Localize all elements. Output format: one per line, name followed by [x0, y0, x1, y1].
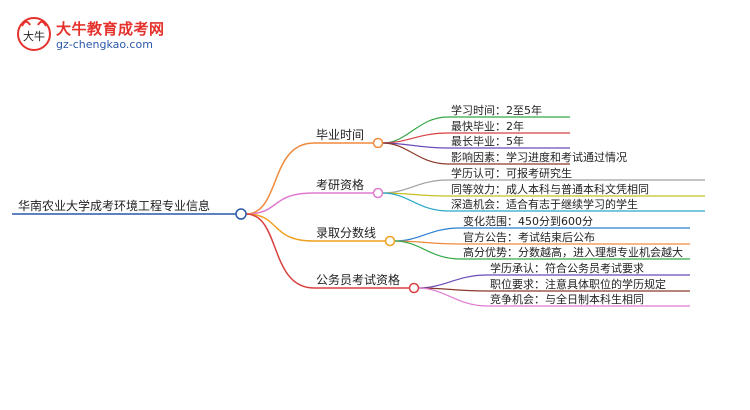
leaf-connector [382, 179, 449, 194]
leaf-label: 变化范围：450分到600分 [463, 214, 593, 228]
logo-mark-text: 大牛 [23, 29, 45, 43]
branch-connector [245, 142, 315, 215]
leaf-connector [418, 274, 488, 289]
leaf-label: 学历承认：符合公务员考试要求 [490, 261, 644, 275]
leaf-label: 竞争机会：与全日制本科生相同 [490, 292, 644, 306]
branch-label: 毕业时间 [316, 128, 364, 142]
branch-label: 考研资格 [316, 177, 364, 192]
site-logo[interactable]: 大牛 大牛教育成考网 gz-chengkao.com [16, 16, 186, 56]
leaf-connector [418, 287, 488, 307]
branch-connector [245, 213, 315, 242]
branch-node-dot[interactable] [408, 282, 420, 294]
mind-map-links [12, 116, 705, 307]
leaf-label: 最快毕业：2年 [451, 119, 524, 133]
logo-title: 大牛教育成考网 [56, 20, 165, 38]
leaf-label: 深造机会：适合有志于继续学习的学生 [451, 197, 638, 211]
branch-node-dot[interactable] [384, 235, 396, 247]
branch-label: 录取分数线 [316, 225, 376, 240]
mind-map-nodes: 华南农业大学成考环境工程专业信息 毕业时间 学习时间：2至5年最快毕业：2年最长毕业… [18, 103, 683, 306]
leaf-label: 同等效力：成人本科与普通本科文凭相同 [451, 182, 649, 196]
branch-node-dot[interactable] [372, 187, 384, 199]
leaf-connector [394, 227, 461, 242]
branch-connector [245, 213, 315, 289]
leaf-label: 学习时间：2至5年 [451, 103, 542, 117]
branch-connector [245, 192, 315, 215]
leaf-label: 官方公告：考试结束后公布 [463, 230, 595, 244]
logo-url[interactable]: gz-chengkao.com [56, 38, 153, 51]
leaf-label: 影响因素：学习进度和考试通过情况 [451, 150, 627, 164]
root-label: 华南农业大学成考环境工程专业信息 [18, 198, 210, 213]
leaf-label: 最长毕业：5年 [451, 134, 524, 148]
leaf-label: 高分优势：分数越高，进入理想专业机会越大 [463, 245, 683, 259]
leaf-label: 职位要求：注意具体职位的学历规定 [490, 277, 666, 291]
ox-logo-icon: 大牛 [17, 17, 51, 51]
leaf-connector [382, 192, 449, 212]
leaf-label: 学历认可：可报考研究生 [451, 166, 572, 180]
branch-label: 公务员考试资格 [316, 272, 400, 287]
root-node-dot[interactable] [235, 208, 247, 220]
branch-node-dot[interactable] [372, 137, 384, 149]
leaf-connector [382, 142, 449, 165]
leaf-connector [394, 240, 461, 260]
leaf-connector [382, 116, 449, 144]
